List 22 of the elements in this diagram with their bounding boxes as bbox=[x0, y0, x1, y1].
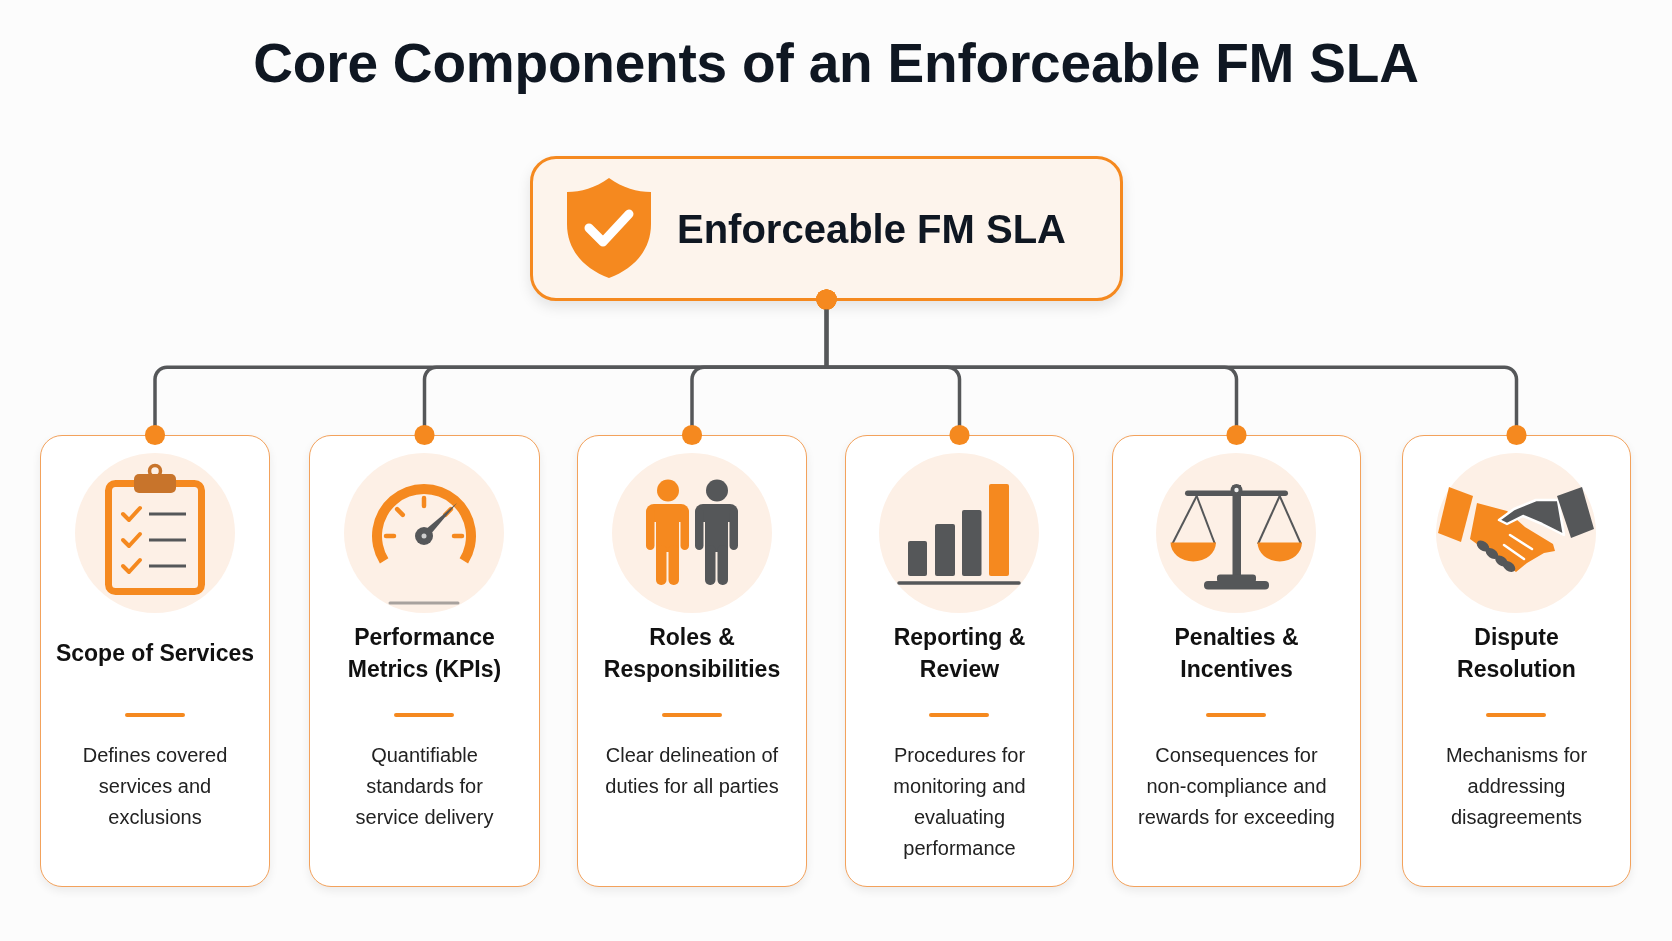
component-card bbox=[1402, 435, 1631, 887]
component-card bbox=[309, 435, 540, 887]
card-title: Penalties & Incentives bbox=[1174, 623, 1299, 684]
card-description: Consequences for non-compliance and rewards for exceeding bbox=[1137, 743, 1336, 830]
card-title: Reporting & Review bbox=[893, 623, 1026, 684]
card-title: Performance Metrics (KPIs) bbox=[347, 623, 502, 684]
card-description: Mechanisms for addressing disagreements bbox=[1445, 743, 1588, 830]
component-card bbox=[40, 435, 270, 887]
card-description: Quantifiable standards for service delivery bbox=[355, 743, 494, 830]
card-title: Scope of Services bbox=[55, 639, 255, 668]
card-title: Dispute Resolution bbox=[1456, 623, 1577, 684]
connector-line bbox=[816, 289, 1527, 446]
main-box bbox=[530, 156, 1123, 301]
component-card bbox=[845, 435, 1074, 887]
card-description: Defines covered services and exclusions bbox=[82, 743, 228, 830]
card-description: Clear delineation of duties for all parties bbox=[604, 743, 780, 799]
card-description: Procedures for monitoring and evaluating performance bbox=[892, 743, 1027, 861]
component-card bbox=[577, 435, 807, 887]
diagram-title: Core Components of an Enforceable FM SLA bbox=[253, 31, 1419, 95]
box-title: Enforceable FM SLA bbox=[677, 206, 1066, 253]
component-card bbox=[1112, 435, 1361, 887]
card-title: Roles & Responsibilities bbox=[603, 623, 781, 684]
